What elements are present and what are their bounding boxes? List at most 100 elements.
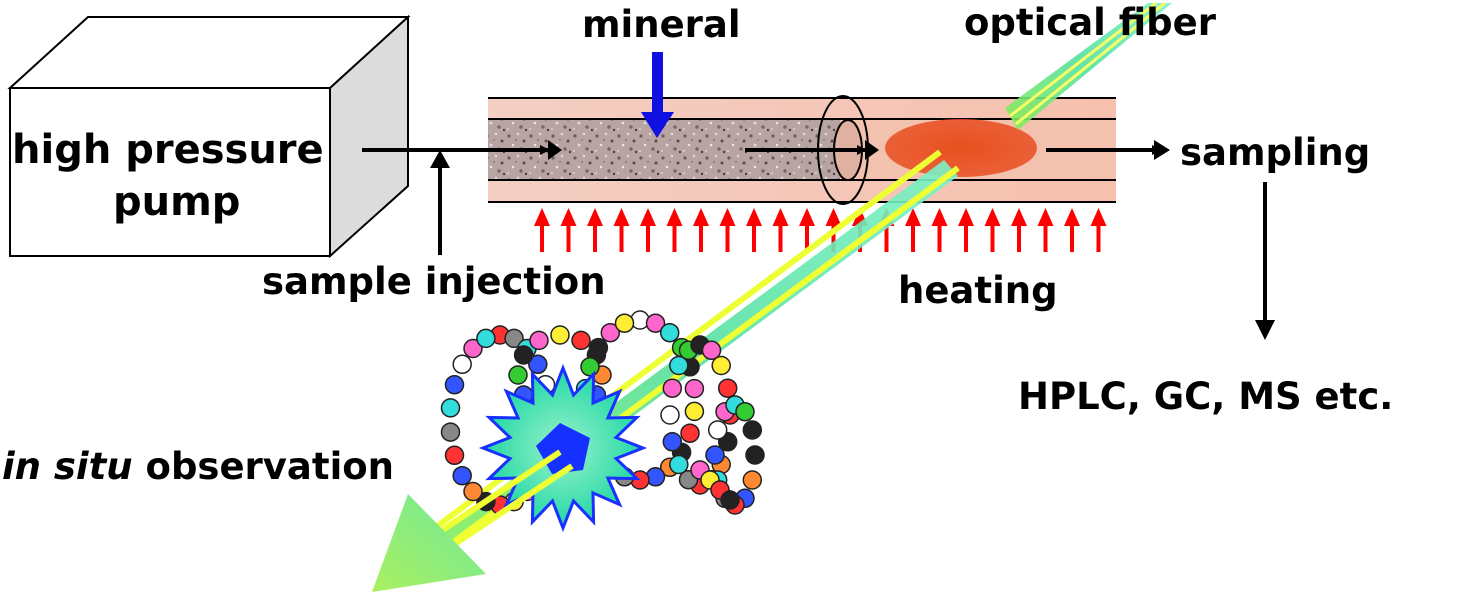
bead [745, 445, 765, 465]
heating-arrow-head [719, 208, 736, 226]
pump-label-line2: pump [113, 179, 241, 225]
bead [662, 378, 683, 398]
bead [600, 322, 621, 343]
bead [662, 432, 683, 452]
observation-label: in situ observation [2, 448, 394, 485]
heating-arrow-shaft [646, 222, 650, 252]
heating-arrow-shaft [699, 222, 703, 252]
bead [707, 420, 728, 440]
heating-arrow-head [1011, 208, 1027, 226]
heating-arrow-head [1090, 208, 1107, 226]
bead [588, 337, 609, 358]
observation-italic: in situ [2, 445, 133, 488]
sample-injection-label: sample injection [262, 260, 606, 303]
heating-arrow-shaft [725, 222, 730, 252]
bead [440, 422, 461, 442]
bead [529, 330, 549, 351]
bead [680, 423, 700, 443]
bead [463, 338, 483, 359]
heating-arrow-head [587, 208, 603, 226]
mineral-label: mineral [582, 3, 741, 46]
heating-arrow-head [1064, 208, 1080, 226]
heating-arrow-shaft [778, 222, 783, 252]
heating-arrows [534, 208, 1107, 252]
heating-arrow-shaft [937, 222, 942, 252]
bead [550, 325, 570, 345]
heating-arrow-shaft [990, 222, 995, 252]
heating-arrow-shaft [1043, 222, 1048, 252]
bead [504, 328, 524, 349]
heating-arrow-head [666, 208, 683, 226]
bead [513, 345, 534, 365]
observation-rest: observation [132, 445, 395, 488]
bead [571, 330, 591, 351]
bead [659, 322, 680, 343]
bead [444, 445, 465, 466]
heating-arrow-head [534, 208, 550, 226]
bead [684, 401, 705, 422]
heating-arrow-shaft [805, 222, 809, 252]
heating-arrow-shaft [831, 222, 836, 252]
bead [717, 378, 738, 398]
bead [669, 454, 689, 475]
bead [528, 354, 548, 375]
heating-arrow-head [825, 208, 842, 226]
heating-arrow-shaft [540, 222, 544, 252]
injection-arrow [430, 150, 450, 255]
bead [684, 378, 705, 399]
bead [476, 328, 496, 349]
excitation-burst [478, 363, 648, 533]
heating-arrow-head [613, 208, 630, 226]
bead [660, 405, 680, 425]
bead [452, 354, 472, 375]
sampling-arrow [1255, 182, 1275, 340]
bead [463, 481, 483, 502]
heating-arrow-shaft [566, 222, 571, 252]
bead [720, 490, 740, 510]
heating-arrow-shaft [1096, 222, 1101, 252]
heating-arrow-shaft [619, 222, 624, 252]
bead [735, 401, 755, 422]
bead [444, 374, 465, 395]
hot-zone [885, 119, 1037, 177]
heating-arrow-shaft [884, 222, 889, 252]
heating-arrow-head [931, 208, 948, 226]
bead [669, 355, 689, 376]
heating-arrow-head [799, 208, 815, 226]
bead [440, 398, 461, 418]
heating-arrow-shaft [911, 222, 915, 252]
bead [580, 357, 600, 377]
heating-arrow-head [1037, 208, 1054, 226]
optical-fiber-label: optical fiber [964, 1, 1216, 44]
bead [742, 470, 763, 490]
heating-arrow-shaft [672, 222, 677, 252]
heating-arrow-head [693, 208, 709, 226]
heating-arrow-head [984, 208, 1001, 226]
heating-arrow-shaft [964, 222, 968, 252]
bead [508, 365, 528, 385]
analysis-label: HPLC, GC, MS etc. [1018, 375, 1394, 418]
heating-arrow-head [746, 208, 762, 226]
bead [742, 420, 763, 440]
bead [645, 313, 666, 333]
pump-label-line1: high pressure [12, 127, 324, 173]
heating-arrow-head [905, 208, 921, 226]
heating-arrow-shaft [1070, 222, 1074, 252]
output-arrowhead [372, 494, 486, 592]
heating-label: heating [898, 269, 1058, 312]
heating-arrow-head [640, 208, 656, 226]
optical-fiber [1005, 1, 1172, 130]
bead [701, 340, 722, 361]
sampling-label: sampling [1180, 131, 1371, 174]
heating-arrow-shaft [752, 222, 756, 252]
heating-arrow-head [560, 208, 577, 226]
mineral-arrow [641, 52, 674, 138]
bead [452, 465, 472, 486]
heating-arrow-head [958, 208, 974, 226]
heating-arrow-shaft [593, 222, 597, 252]
heating-arrow-shaft [1017, 222, 1021, 252]
heating-arrow-head [772, 208, 789, 226]
bead [614, 313, 635, 333]
bead [711, 355, 731, 376]
